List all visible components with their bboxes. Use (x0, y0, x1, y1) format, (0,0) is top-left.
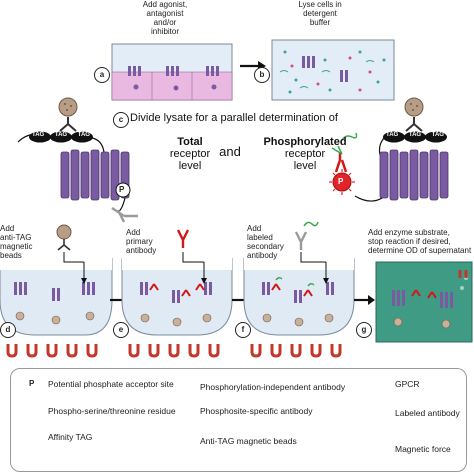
magnets-g (458, 270, 468, 278)
tag-text: TAG (32, 132, 45, 138)
dish-b (271, 39, 395, 101)
tag-labels-phos: TAG TAG TAG (383, 132, 447, 138)
phos-rest: receptor level (284, 148, 326, 172)
phos-receptor-label: Phosphorylated receptor level (250, 136, 360, 172)
bead-d (56, 224, 84, 263)
tag-chain-total (17, 131, 105, 153)
legend-affinity-tag: Affinity TAG (48, 432, 93, 442)
divide-text: Divide lysate for a parallel determinati… (130, 112, 338, 124)
antibody-gray-total (111, 206, 138, 223)
well-f (243, 221, 355, 336)
step-a-marker: a (94, 67, 110, 83)
magnets-d (6, 344, 98, 358)
legend-box (10, 368, 467, 472)
legend-phospho-residue: Phospho-serine/threonine residue (48, 406, 176, 416)
legend-acceptor: Potential phosphate acceptor site (48, 379, 174, 389)
legend-tag-symbol: TAG (24, 433, 37, 439)
well-d (0, 258, 113, 336)
bead-phos (404, 97, 424, 132)
legend-beads: Anti-TAG magnetic beads (200, 436, 297, 446)
total-receptor-label: Total receptor level (150, 136, 230, 172)
step-b-marker: b (254, 67, 270, 83)
add-agonist-label: Add agonist, antagonist and/or inhibitor (142, 0, 188, 36)
add-primary-label: Add primary antibody (126, 228, 157, 255)
tag-chain-phos (378, 131, 447, 156)
legend-labeled-ab: Labeled antibody (395, 408, 460, 418)
tag-text: TAG (54, 132, 68, 138)
label-green-phos (331, 132, 358, 155)
legend-phos-independent: Phosphorylation-independent antibody (200, 382, 346, 392)
step-c-marker: c (113, 112, 129, 128)
well-g (375, 261, 473, 343)
tag-text: TAG (431, 132, 444, 138)
add-beads-label: Add anti-TAG magnetic beads (0, 224, 33, 260)
phospho-site-phos (329, 169, 355, 195)
tag-text: TAG (77, 132, 90, 138)
lyse-cells-label: Lyse cells in detergent buffer (298, 0, 342, 27)
magnets-f (250, 344, 342, 358)
tag-text: TAG (408, 132, 422, 138)
gpcr-total (60, 149, 130, 213)
step-g-marker: g (356, 322, 372, 338)
legend-phosphosite: Phosphosite-specific antibody (200, 406, 313, 416)
magnets-e (128, 344, 220, 358)
phos-bold: Phosphorylated (263, 136, 347, 148)
total-bold: Total (177, 136, 203, 148)
p-label-total: P (119, 185, 125, 194)
legend-p-symbol: P (29, 379, 35, 388)
tag-labels-total: TAG TAG TAG (29, 132, 93, 138)
p-label-phos: P (338, 177, 344, 186)
total-rest: receptor level (169, 148, 211, 172)
gpcr-phos (354, 149, 449, 202)
dish-a (111, 43, 233, 101)
add-secondary-label: Add labeled secondary antibody (247, 224, 284, 260)
bead-total (58, 97, 78, 132)
tag-text: TAG (386, 132, 399, 138)
step-f-marker: f (235, 322, 251, 338)
step-d-marker: d (0, 322, 16, 338)
step-e-marker: e (113, 322, 129, 338)
legend-gpcr: GPCR (395, 379, 420, 389)
legend-magnetic: Magnetic force (395, 444, 451, 454)
well-e (121, 229, 233, 336)
add-substrate-label: Add enzyme substrate, stop reaction if d… (368, 228, 472, 255)
legend-phospho-p-symbol: P (29, 406, 35, 415)
and-label: and (219, 144, 241, 159)
